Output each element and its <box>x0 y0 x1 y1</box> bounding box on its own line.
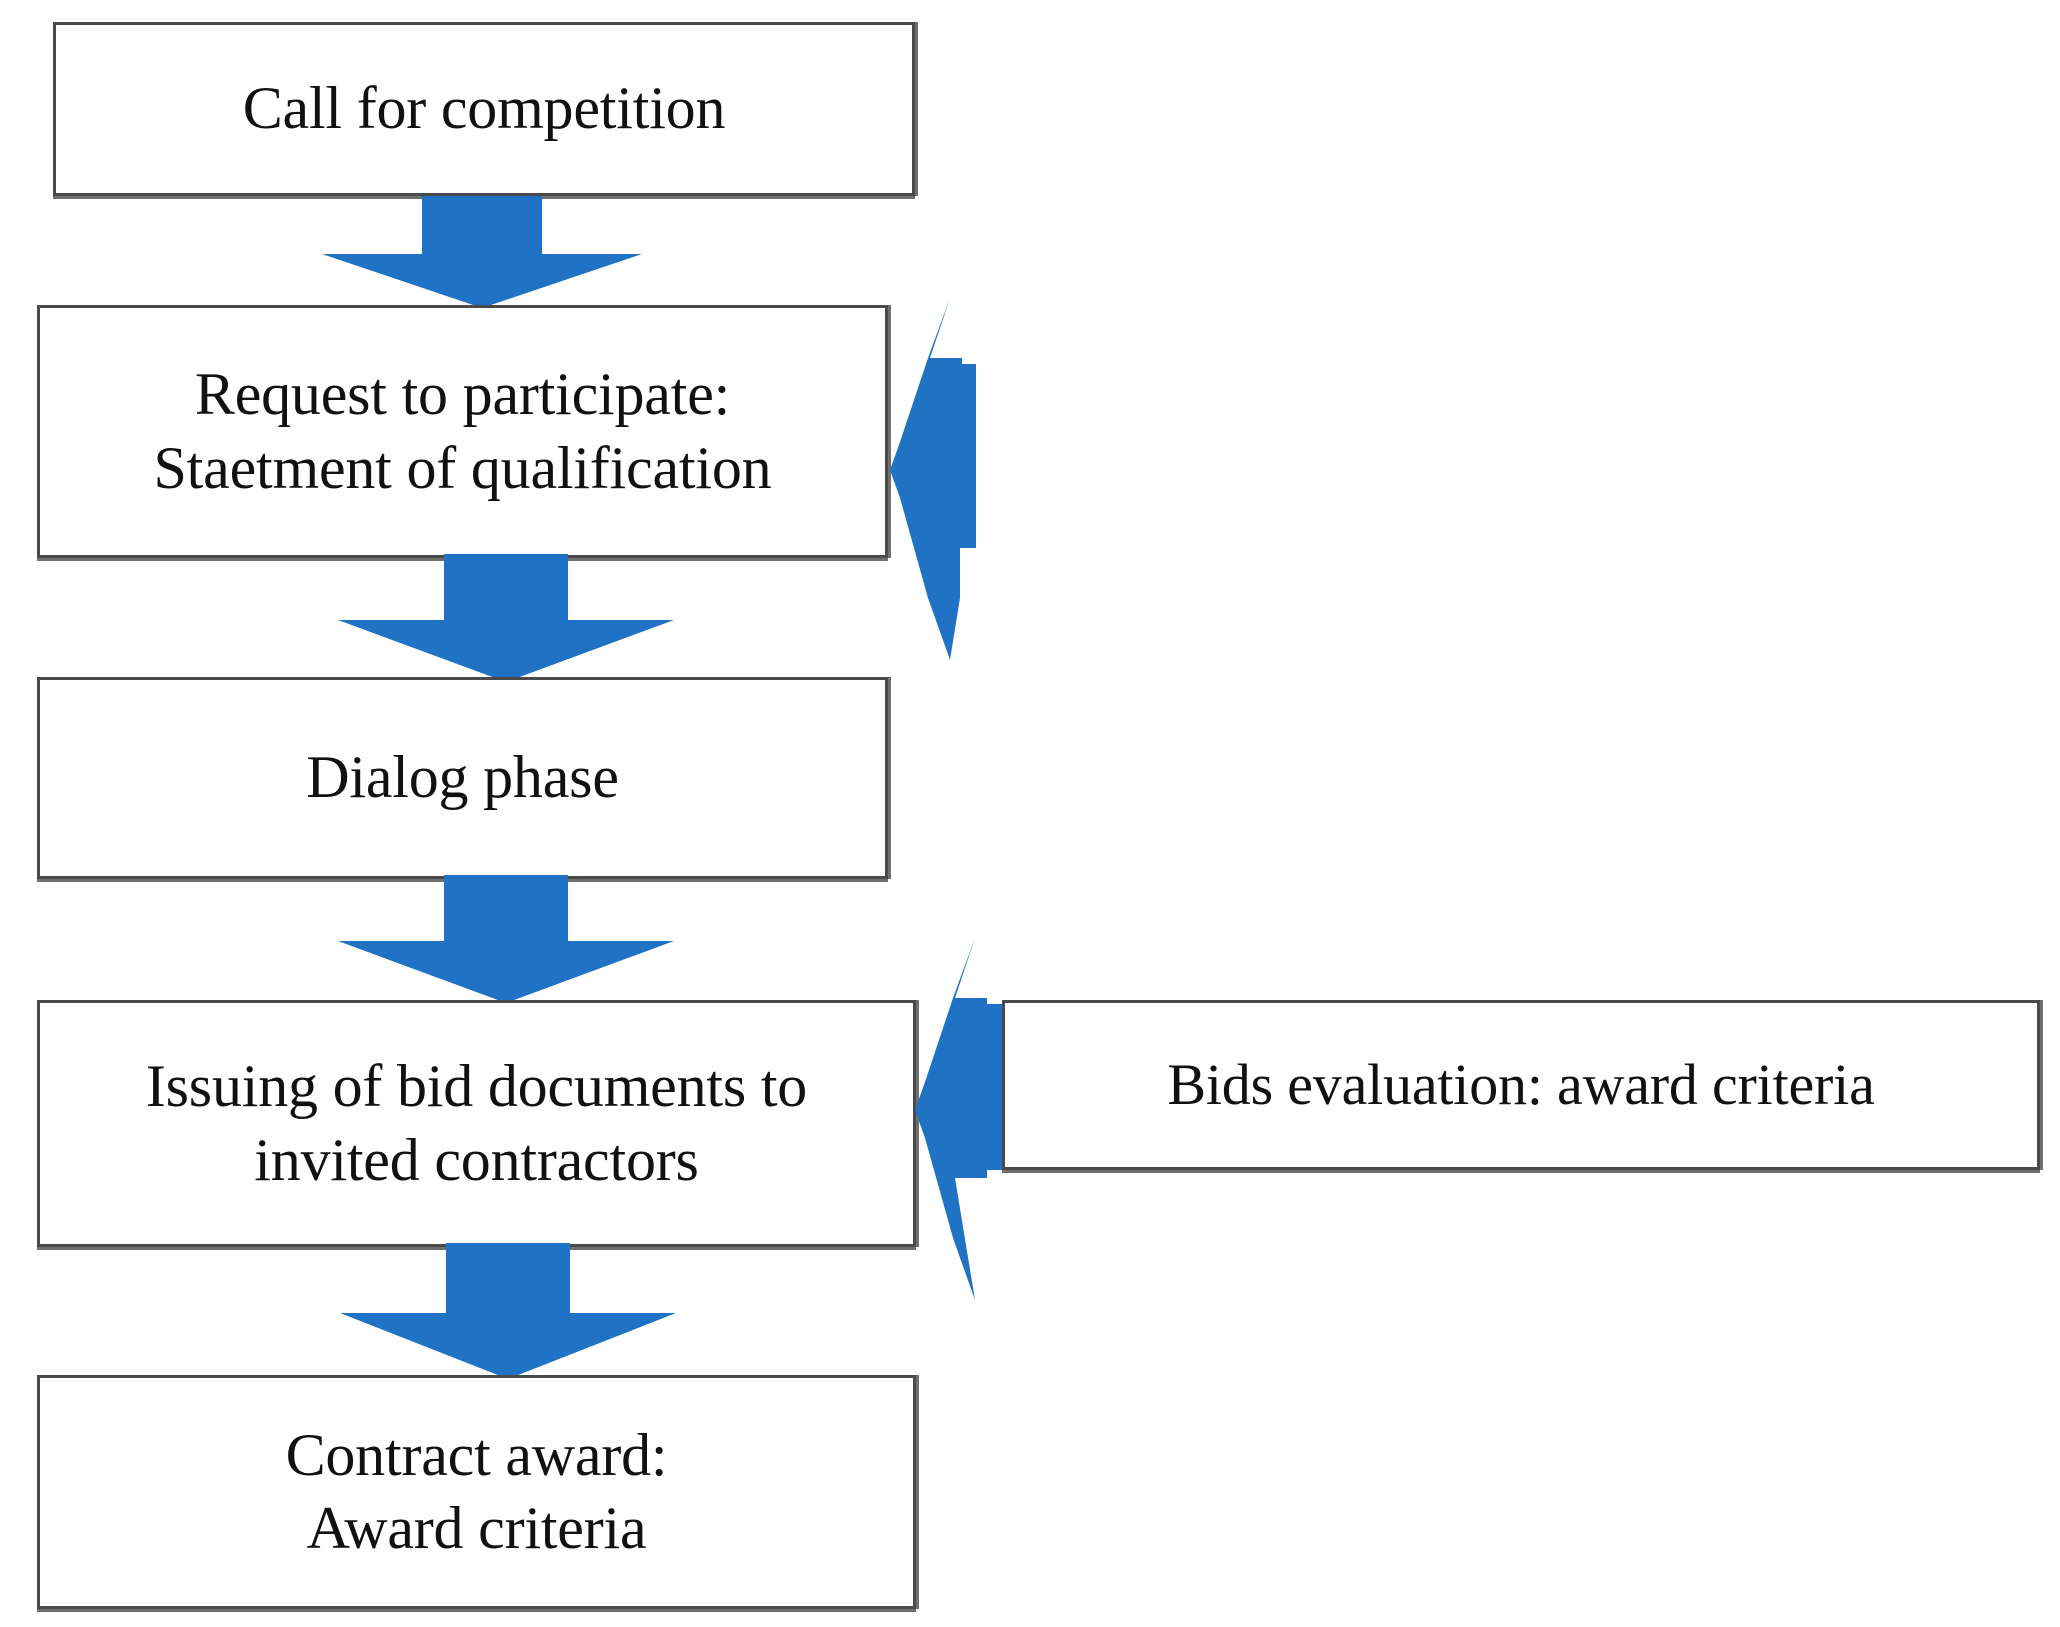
node-label-line-2: Award criteria <box>306 1495 647 1561</box>
flow-node-contract-award: Contract award: Award criteria <box>37 1375 916 1609</box>
node-label-line-1: Contract award: <box>285 1421 668 1488</box>
arrow-down-dialog-to-issuing <box>338 875 674 1003</box>
node-label-line-1: Issuing of bid documents to <box>145 1053 808 1120</box>
chevron-arrow-left-shape <box>915 938 1005 1300</box>
flow-node-dialog-phase: Dialog phase <box>37 677 888 879</box>
arrow-down-issuing-to-contract <box>340 1243 676 1379</box>
node-label: Request to participate: Staetment of qua… <box>40 358 885 504</box>
node-label-line-1: Bids evaluation: award criteria <box>1167 1051 1875 1117</box>
node-label-line-1: Dialog phase <box>306 744 619 811</box>
node-label: Bids evaluation: award criteria <box>1005 1050 2037 1121</box>
flow-node-bids-evaluation: Bids evaluation: award criteria <box>1002 1000 2040 1170</box>
flow-node-issuing-of-bid-documents: Issuing of bid documents to invited cont… <box>37 1000 916 1247</box>
chevron-arrow-left-shape <box>890 298 976 660</box>
flow-node-call-for-competition: Call for competition <box>53 22 915 196</box>
arrow-down-request-to-dialog <box>338 554 674 682</box>
block-arrow-down-shape <box>338 875 674 1003</box>
node-label-line-2: invited contractors <box>254 1126 699 1193</box>
block-arrow-down-shape <box>338 554 674 682</box>
node-label-line-2: Staetment of qualification <box>153 434 772 501</box>
flow-node-request-to-participate: Request to participate: Staetment of qua… <box>37 305 888 558</box>
node-label: Contract award: Award criteria <box>40 1419 913 1565</box>
arrow-left-feedback-to-request <box>888 298 1008 660</box>
block-arrow-down-shape <box>340 1243 676 1379</box>
node-label-line-1: Request to participate: <box>194 361 731 428</box>
arrow-down-call-to-request <box>322 196 642 308</box>
node-label: Issuing of bid documents to invited cont… <box>40 1050 913 1196</box>
node-label: Dialog phase <box>40 741 885 814</box>
block-arrow-down-shape <box>322 196 642 308</box>
node-label-line-1: Call for competition <box>242 75 726 142</box>
node-label: Call for competition <box>56 72 912 145</box>
arrow-left-bids-evaluation-to-issuing <box>913 938 1033 1300</box>
